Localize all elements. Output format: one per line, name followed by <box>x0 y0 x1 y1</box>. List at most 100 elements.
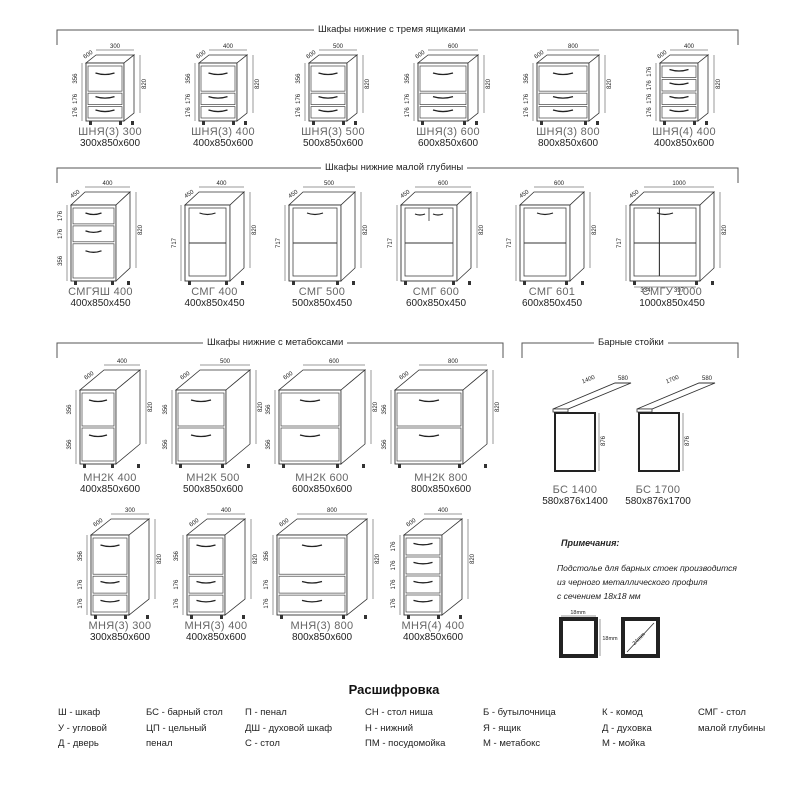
cabinet-name: МН2К 400 <box>83 472 137 484</box>
dimension-label: 356 <box>382 439 388 450</box>
legend-col-1: Ш - шкаф У - угловой Д - дверь <box>58 705 107 752</box>
cabinet-side <box>441 518 463 616</box>
cabinet-name: МНЯ(3) 300 <box>88 620 152 632</box>
drawer-handle <box>413 542 433 546</box>
cabinet-name: ШНЯ(3) 500 <box>301 126 365 138</box>
drawer-handle <box>100 544 120 548</box>
cabinet-interior <box>523 207 567 277</box>
cabinet-front <box>536 62 590 122</box>
drawer-handle <box>85 250 102 253</box>
dimension-label: 356 <box>58 255 64 266</box>
legend-item: Я - ящик <box>483 722 521 734</box>
dimension-label: 500 <box>324 181 335 187</box>
cabinet-foot <box>705 121 708 125</box>
drawer-front <box>87 92 123 105</box>
cabinet-name: ШНЯ(3) 600 <box>416 126 480 138</box>
cabinet-foot <box>179 464 182 468</box>
drawer-front <box>538 92 588 105</box>
cabinet-foot <box>468 281 471 285</box>
dimension-label: 176 <box>296 93 302 104</box>
dimension-label: 24mm <box>632 631 647 646</box>
cabinet-name: БС 1400 <box>552 484 598 496</box>
drawer-front <box>310 92 346 105</box>
dimension-label: 600 <box>448 44 459 50</box>
cabinet-foot <box>242 615 245 619</box>
dimension-label: 600 <box>406 517 418 528</box>
drawer-handle <box>432 109 454 113</box>
cabinet-dimensions: 800x850x600 <box>537 138 599 149</box>
dimension-label: 450 <box>519 189 531 200</box>
cabinet-foot <box>244 121 247 125</box>
cabinet-foot <box>190 615 193 619</box>
cabinet-foot <box>220 615 223 619</box>
drawer-front <box>661 92 697 105</box>
cabinet-side <box>340 191 356 282</box>
dimension-label: 176 <box>73 107 79 118</box>
dimension-label: 18mm <box>602 636 618 642</box>
dimension-label: 356 <box>163 404 169 415</box>
legend-title: Расшифровка <box>348 682 440 697</box>
drawer-handle <box>190 399 212 403</box>
cabinet-foot <box>342 615 345 619</box>
cabinet-side <box>236 54 248 122</box>
drawer-handle <box>552 109 574 113</box>
dimension-label: 176 <box>58 210 64 221</box>
drawer-handle <box>100 580 120 584</box>
dimension-label: 820 <box>607 78 613 89</box>
cabinet-dimensions: 300x850x600 <box>89 632 151 643</box>
cabinet-foot <box>232 121 235 125</box>
cabinet-foot <box>584 121 587 125</box>
door-handle <box>306 212 324 216</box>
cabinet-front <box>403 534 443 616</box>
dimension-label: 820 <box>365 78 371 89</box>
cabinet-name: МН2К 800 <box>414 472 468 484</box>
cabinet-foot <box>540 121 543 125</box>
drawer-front <box>310 106 346 119</box>
drawer-handle <box>669 109 689 113</box>
bar-frame <box>638 412 680 472</box>
cabinet-front <box>278 389 342 465</box>
dimension-label: 400 <box>216 181 227 187</box>
cabinet-name: МНЯ(3) 800 <box>290 620 354 632</box>
cabinet-foot <box>452 281 455 285</box>
dimension-label: 1400 <box>581 375 596 386</box>
dimension-label: 800 <box>327 508 338 514</box>
section-title-bar-counters: Барные стойки <box>594 337 668 348</box>
drawer-handle <box>669 68 689 72</box>
legend-item: ЦП - цельный <box>146 722 207 734</box>
drawer-handle <box>88 399 108 403</box>
cabinet-foot <box>89 121 92 125</box>
cabinet-name: СМГ 600 <box>412 286 460 298</box>
cabinet-foot <box>354 121 357 125</box>
drawer-handle <box>413 580 433 584</box>
cabinet-side <box>569 191 585 282</box>
cabinet-side <box>456 191 472 282</box>
cabinet-dimensions: 400x850x450 <box>70 298 131 309</box>
dimension-label: 600 <box>329 359 340 365</box>
drawer-front <box>419 106 467 119</box>
drawer-front <box>310 65 346 92</box>
cabinet-foot <box>484 464 487 468</box>
drawer-handle <box>413 561 433 565</box>
dimension-label: 176 <box>647 80 653 91</box>
cabinet-foot <box>475 121 478 125</box>
dimension-label: 580 <box>702 376 713 382</box>
dimension-label: 356 <box>78 550 84 561</box>
cabinet-foot <box>111 281 114 285</box>
dimension-label: 400 <box>223 44 234 50</box>
drawer-front <box>419 92 467 105</box>
legend-item: Д - дверь <box>58 738 99 749</box>
cabinet-foot <box>131 121 134 125</box>
dimension-label: 717 <box>388 237 394 248</box>
section-title-three-drawers: Шкафы нижние с тремя ящиками <box>314 24 470 35</box>
cabinet-foot <box>292 281 295 285</box>
cabinet-foot <box>633 281 636 285</box>
